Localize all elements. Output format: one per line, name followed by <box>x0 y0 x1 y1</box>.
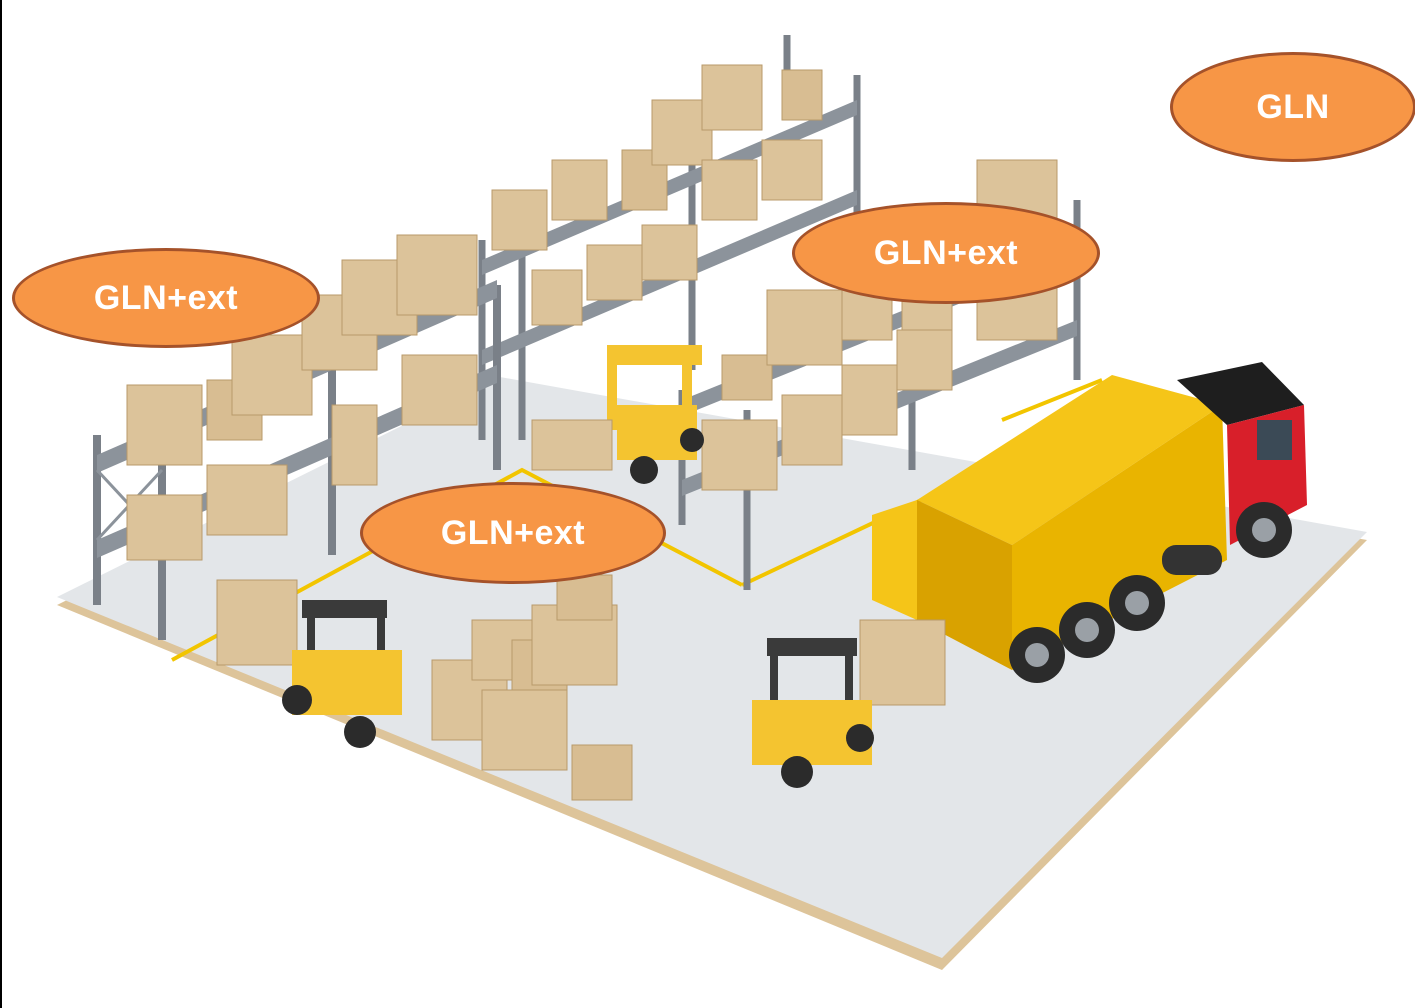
gln-ext-label-left-text: GLN+ext <box>93 278 239 317</box>
forklift-right <box>752 619 946 788</box>
gln-ext-label-left: GLN+ext <box>12 248 320 348</box>
forklift-back <box>531 345 704 484</box>
gln-label: GLN <box>1170 52 1415 162</box>
box-stack-floor <box>431 574 633 801</box>
gln-ext-label-center: GLN+ext <box>360 482 666 584</box>
rack-left <box>93 234 501 640</box>
rack-back <box>478 35 1081 440</box>
rack-middle <box>678 240 1077 590</box>
gln-ext-label-right-text: GLN+ext <box>873 233 1019 272</box>
gln-label-text: GLN <box>1256 87 1330 126</box>
truck <box>872 362 1307 683</box>
forklift-left <box>216 579 402 748</box>
gln-ext-label-right: GLN+ext <box>792 202 1100 304</box>
gln-ext-label-center-text: GLN+ext <box>440 513 586 552</box>
